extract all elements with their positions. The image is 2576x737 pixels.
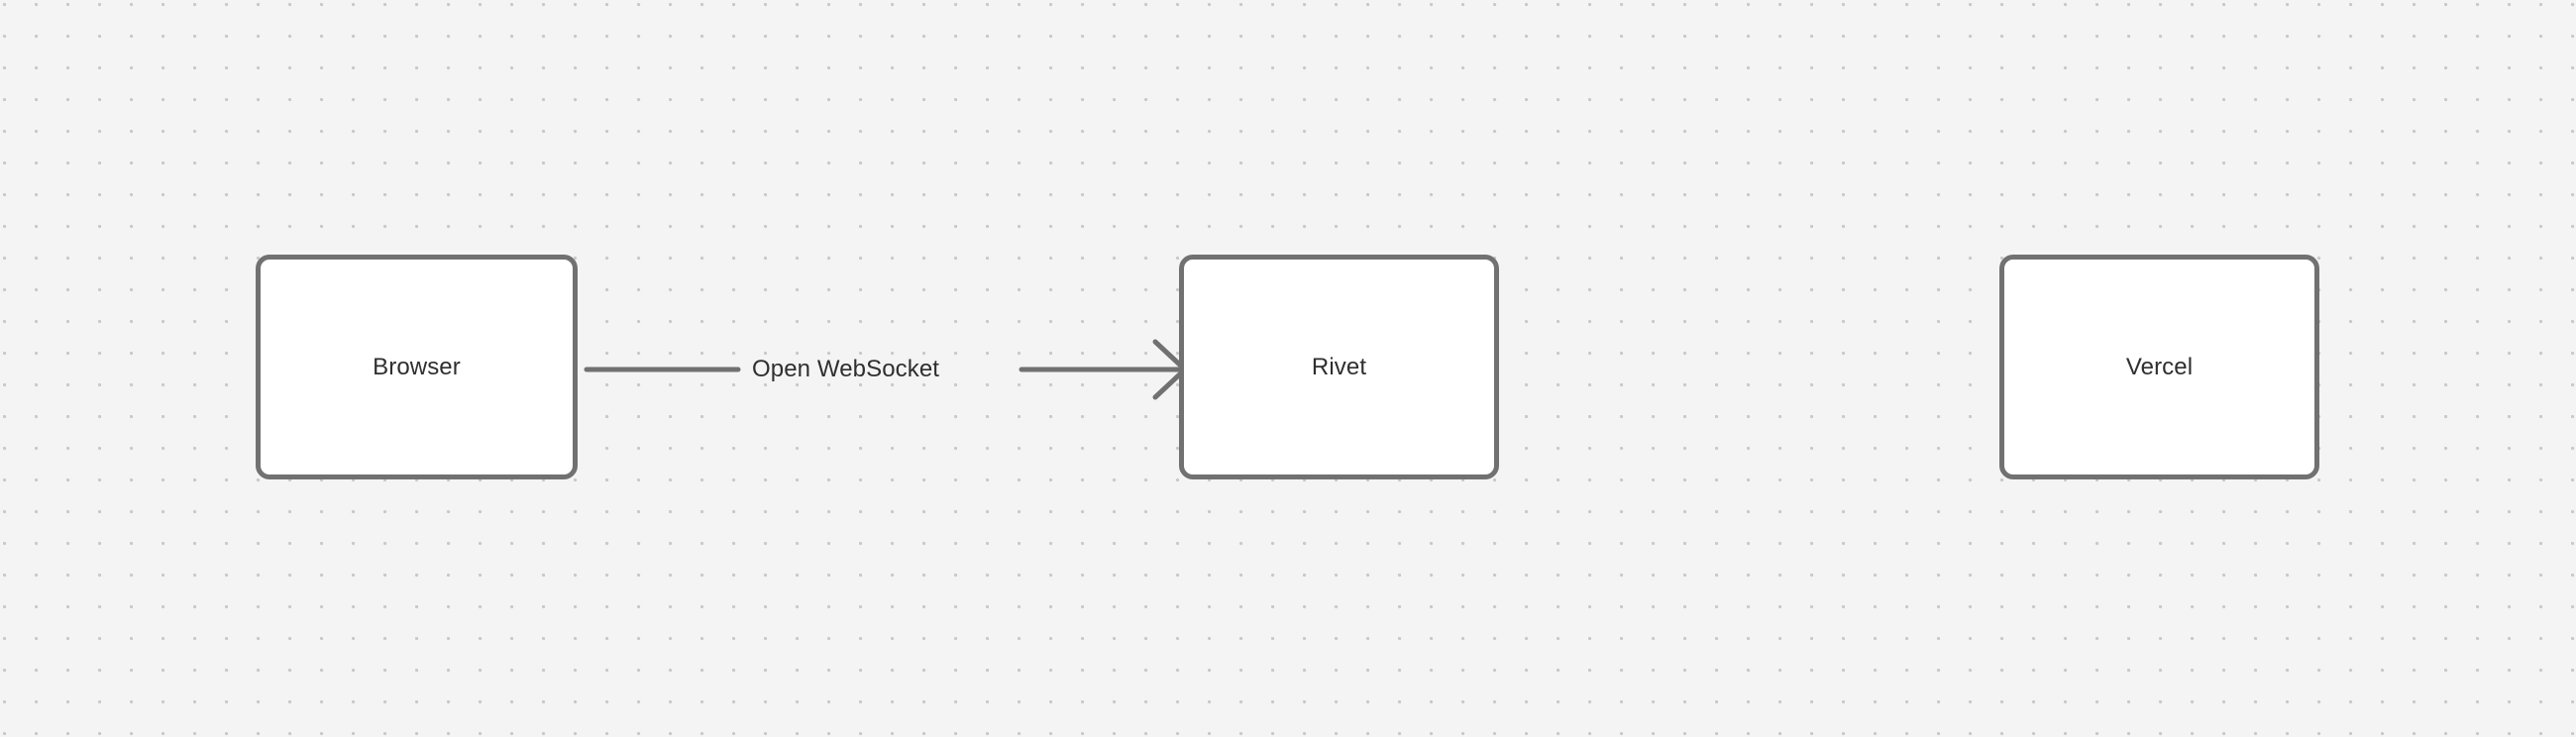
node-browser-label: Browser xyxy=(373,353,461,380)
node-rivet[interactable]: Rivet xyxy=(1179,255,1499,479)
node-vercel[interactable]: Vercel xyxy=(1999,255,2319,479)
edge-label-open-websocket: Open WebSocket xyxy=(752,356,940,382)
node-browser[interactable]: Browser xyxy=(256,255,578,479)
node-vercel-label: Vercel xyxy=(2125,353,2194,380)
node-rivet-label: Rivet xyxy=(1311,353,1367,380)
